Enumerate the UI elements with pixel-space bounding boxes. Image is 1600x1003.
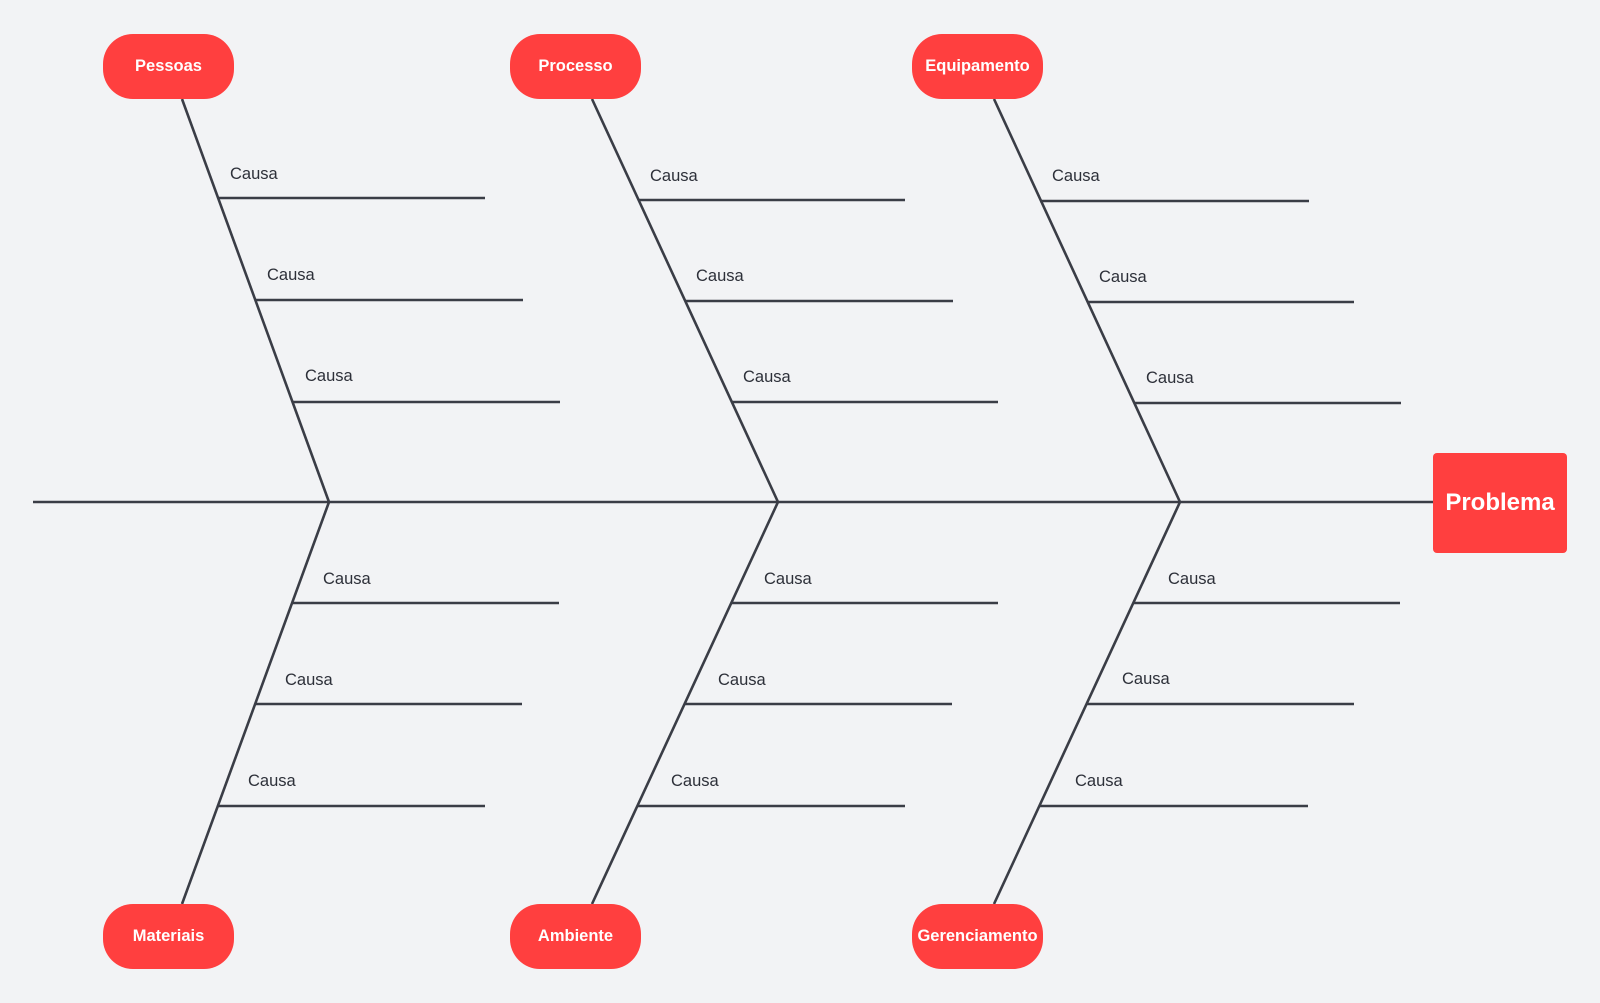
category-bone-line [992, 98, 1182, 503]
cause-label[interactable]: Causa [696, 267, 744, 285]
cause-label[interactable]: Causa [743, 368, 791, 386]
cause-label[interactable]: Causa [305, 367, 353, 385]
cause-label[interactable]: Causa [267, 266, 315, 284]
cause-label[interactable]: Causa [230, 165, 278, 183]
cause-label[interactable]: Causa [1075, 772, 1123, 790]
category-pessoas[interactable]: Pessoas [103, 34, 234, 99]
category-materiais[interactable]: Materiais [103, 904, 234, 969]
category-processo[interactable]: Processo [510, 34, 641, 99]
cause-label[interactable]: Causa [671, 772, 719, 790]
category-equipamento[interactable]: Equipamento [912, 34, 1043, 99]
category-gerenciamento[interactable]: Gerenciamento [912, 904, 1043, 969]
cause-label[interactable]: Causa [1122, 670, 1170, 688]
cause-label[interactable]: Causa [650, 167, 698, 185]
cause-label[interactable]: Causa [1052, 167, 1100, 185]
cause-label[interactable]: Causa [248, 772, 296, 790]
cause-label[interactable]: Causa [1168, 570, 1216, 588]
cause-label[interactable]: Causa [1146, 369, 1194, 387]
cause-label[interactable]: Causa [1099, 268, 1147, 286]
cause-label[interactable]: Causa [323, 570, 371, 588]
cause-label[interactable]: Causa [718, 671, 766, 689]
problem-box[interactable]: Problema [1433, 453, 1567, 553]
cause-label[interactable]: Causa [285, 671, 333, 689]
category-bone-line [180, 501, 331, 905]
cause-label[interactable]: Causa [764, 570, 812, 588]
category-ambiente[interactable]: Ambiente [510, 904, 641, 969]
